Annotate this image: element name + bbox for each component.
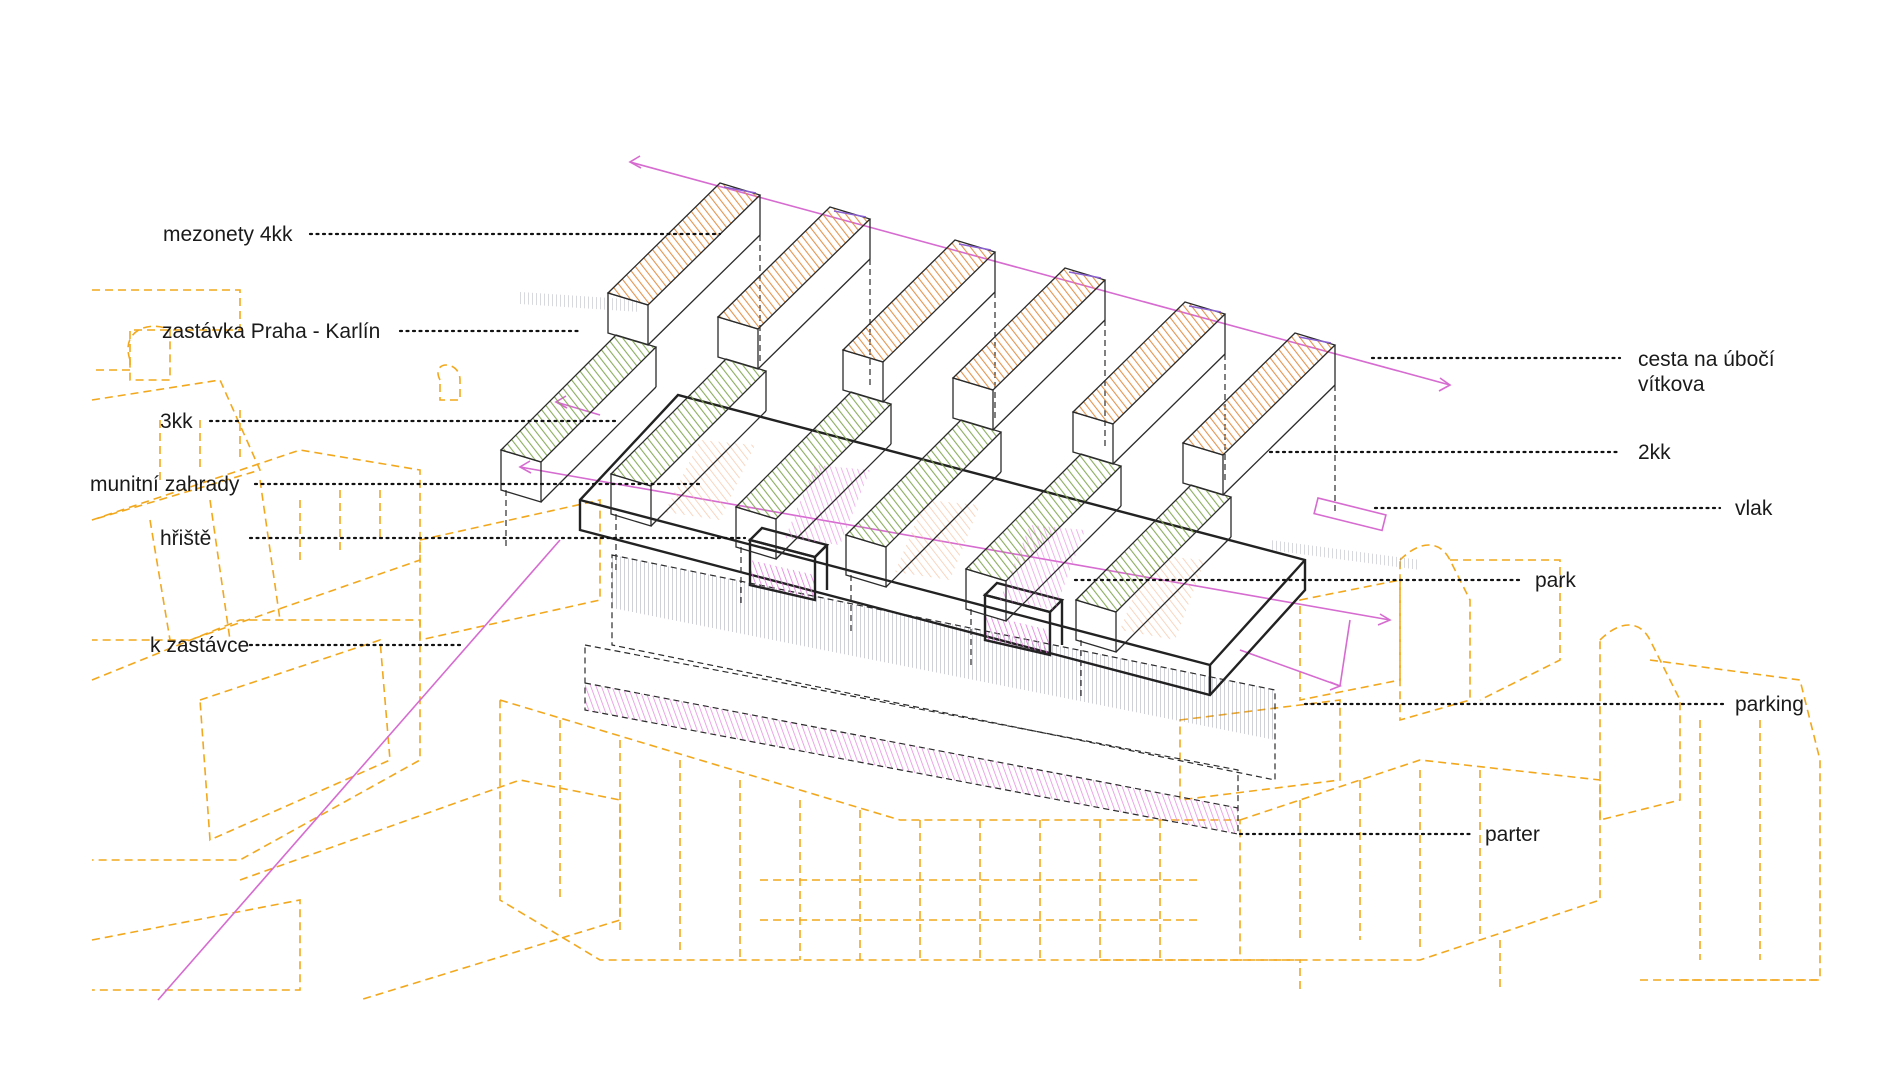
label-cesta-1: cesta na úbočí xyxy=(1638,348,1775,371)
label-parter: parter xyxy=(1485,823,1540,846)
residential-bar xyxy=(499,182,762,550)
label-cesta-2: vítkova xyxy=(1638,373,1705,396)
label-park: park xyxy=(1535,569,1576,592)
label-3kk: 3kk xyxy=(160,410,193,433)
railway-hatch xyxy=(520,292,1420,570)
city-context xyxy=(91,289,1821,1001)
garden-hatch xyxy=(665,440,1205,640)
label-hriste: hřiště xyxy=(160,527,212,550)
residential-bar xyxy=(964,301,1227,669)
label-k-zastavce: k zastávce xyxy=(150,634,250,657)
label-zastavka: zastávka Praha - Karlín xyxy=(162,320,381,343)
label-parking: parking xyxy=(1735,693,1804,716)
label-zahrady: munitní zahrady xyxy=(90,473,240,496)
label-vlak: vlak xyxy=(1735,497,1773,520)
leader-lines xyxy=(208,232,1727,836)
podium-park xyxy=(578,393,1307,697)
parter-slab xyxy=(584,644,1239,835)
label-mezonety: mezonety 4kk xyxy=(163,223,293,246)
residential-bar xyxy=(734,239,997,607)
residential-bar xyxy=(844,267,1107,635)
label-2kk: 2kk xyxy=(1638,441,1671,464)
parking-slab xyxy=(611,554,1276,781)
